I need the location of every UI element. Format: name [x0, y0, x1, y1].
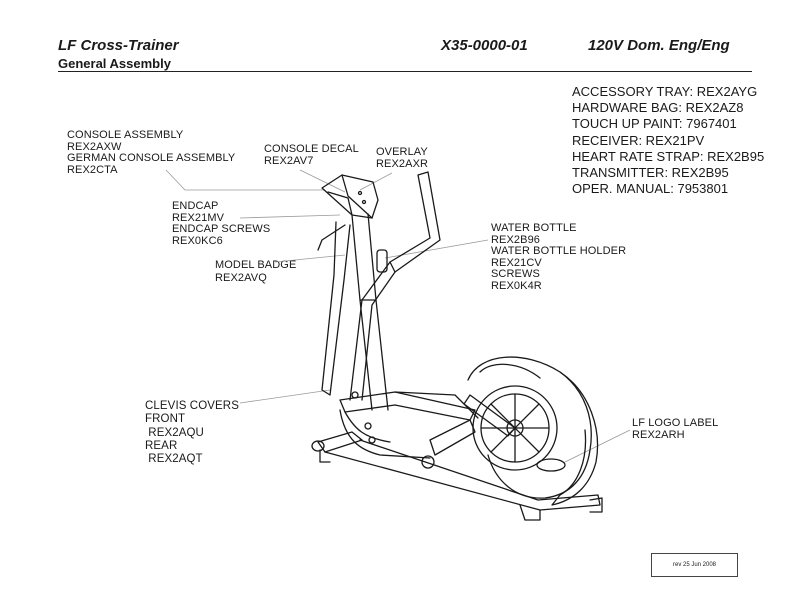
machine-frame: [311, 171, 603, 521]
accessory-item: RECEIVER: REX21PV: [572, 132, 705, 148]
accessory-item: TRANSMITTER: REX2B95: [572, 165, 729, 181]
accessory-item: ACCESSORY TRAY: REX2AYG: [572, 84, 758, 99]
header-rule: [58, 71, 752, 72]
product-title: LF Cross-Trainer: [58, 37, 179, 54]
accessory-item: HARDWARE BAG: REX2AZ8: [572, 100, 744, 116]
accessory-item: OPER. MANUAL: 7953801: [572, 181, 729, 197]
accessory-list: ACCESSORY TRAY: REX2AYG HARDWARE BAG: RE…: [572, 84, 764, 197]
part-number: X35-0000-01: [441, 37, 528, 54]
leader-lines: [165, 169, 631, 463]
accessory-item: TOUCH UP PAINT: 7967401: [572, 116, 737, 132]
page-subtitle: General Assembly: [58, 56, 171, 71]
accessory-item: HEART RATE STRAP: REX2B95: [572, 148, 765, 164]
revision-box: rev 25 Jun 2008: [651, 553, 738, 577]
voltage-language: 120V Dom. Eng/Eng: [588, 37, 730, 54]
